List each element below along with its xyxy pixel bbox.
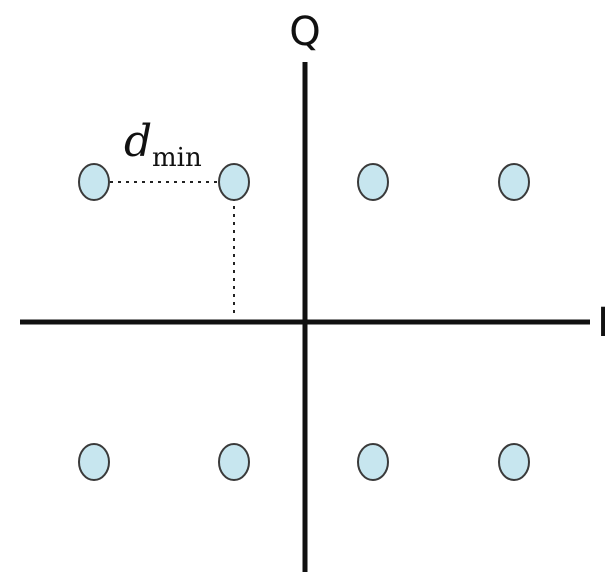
i-axis-label: I: [597, 300, 609, 346]
constellation-point: [498, 443, 530, 481]
constellation-point: [218, 443, 250, 481]
dmin-subscript: min: [152, 143, 202, 173]
constellation-point: [498, 163, 530, 201]
dmin-label: d min: [124, 116, 202, 173]
constellation-points: [78, 163, 530, 481]
q-axis-label: Q: [289, 9, 320, 55]
constellation-point: [78, 443, 110, 481]
constellation-point: [357, 443, 389, 481]
constellation-point: [78, 163, 110, 201]
constellation-point: [357, 163, 389, 201]
dmin-symbol: d: [124, 116, 152, 167]
constellation-point: [218, 163, 250, 201]
